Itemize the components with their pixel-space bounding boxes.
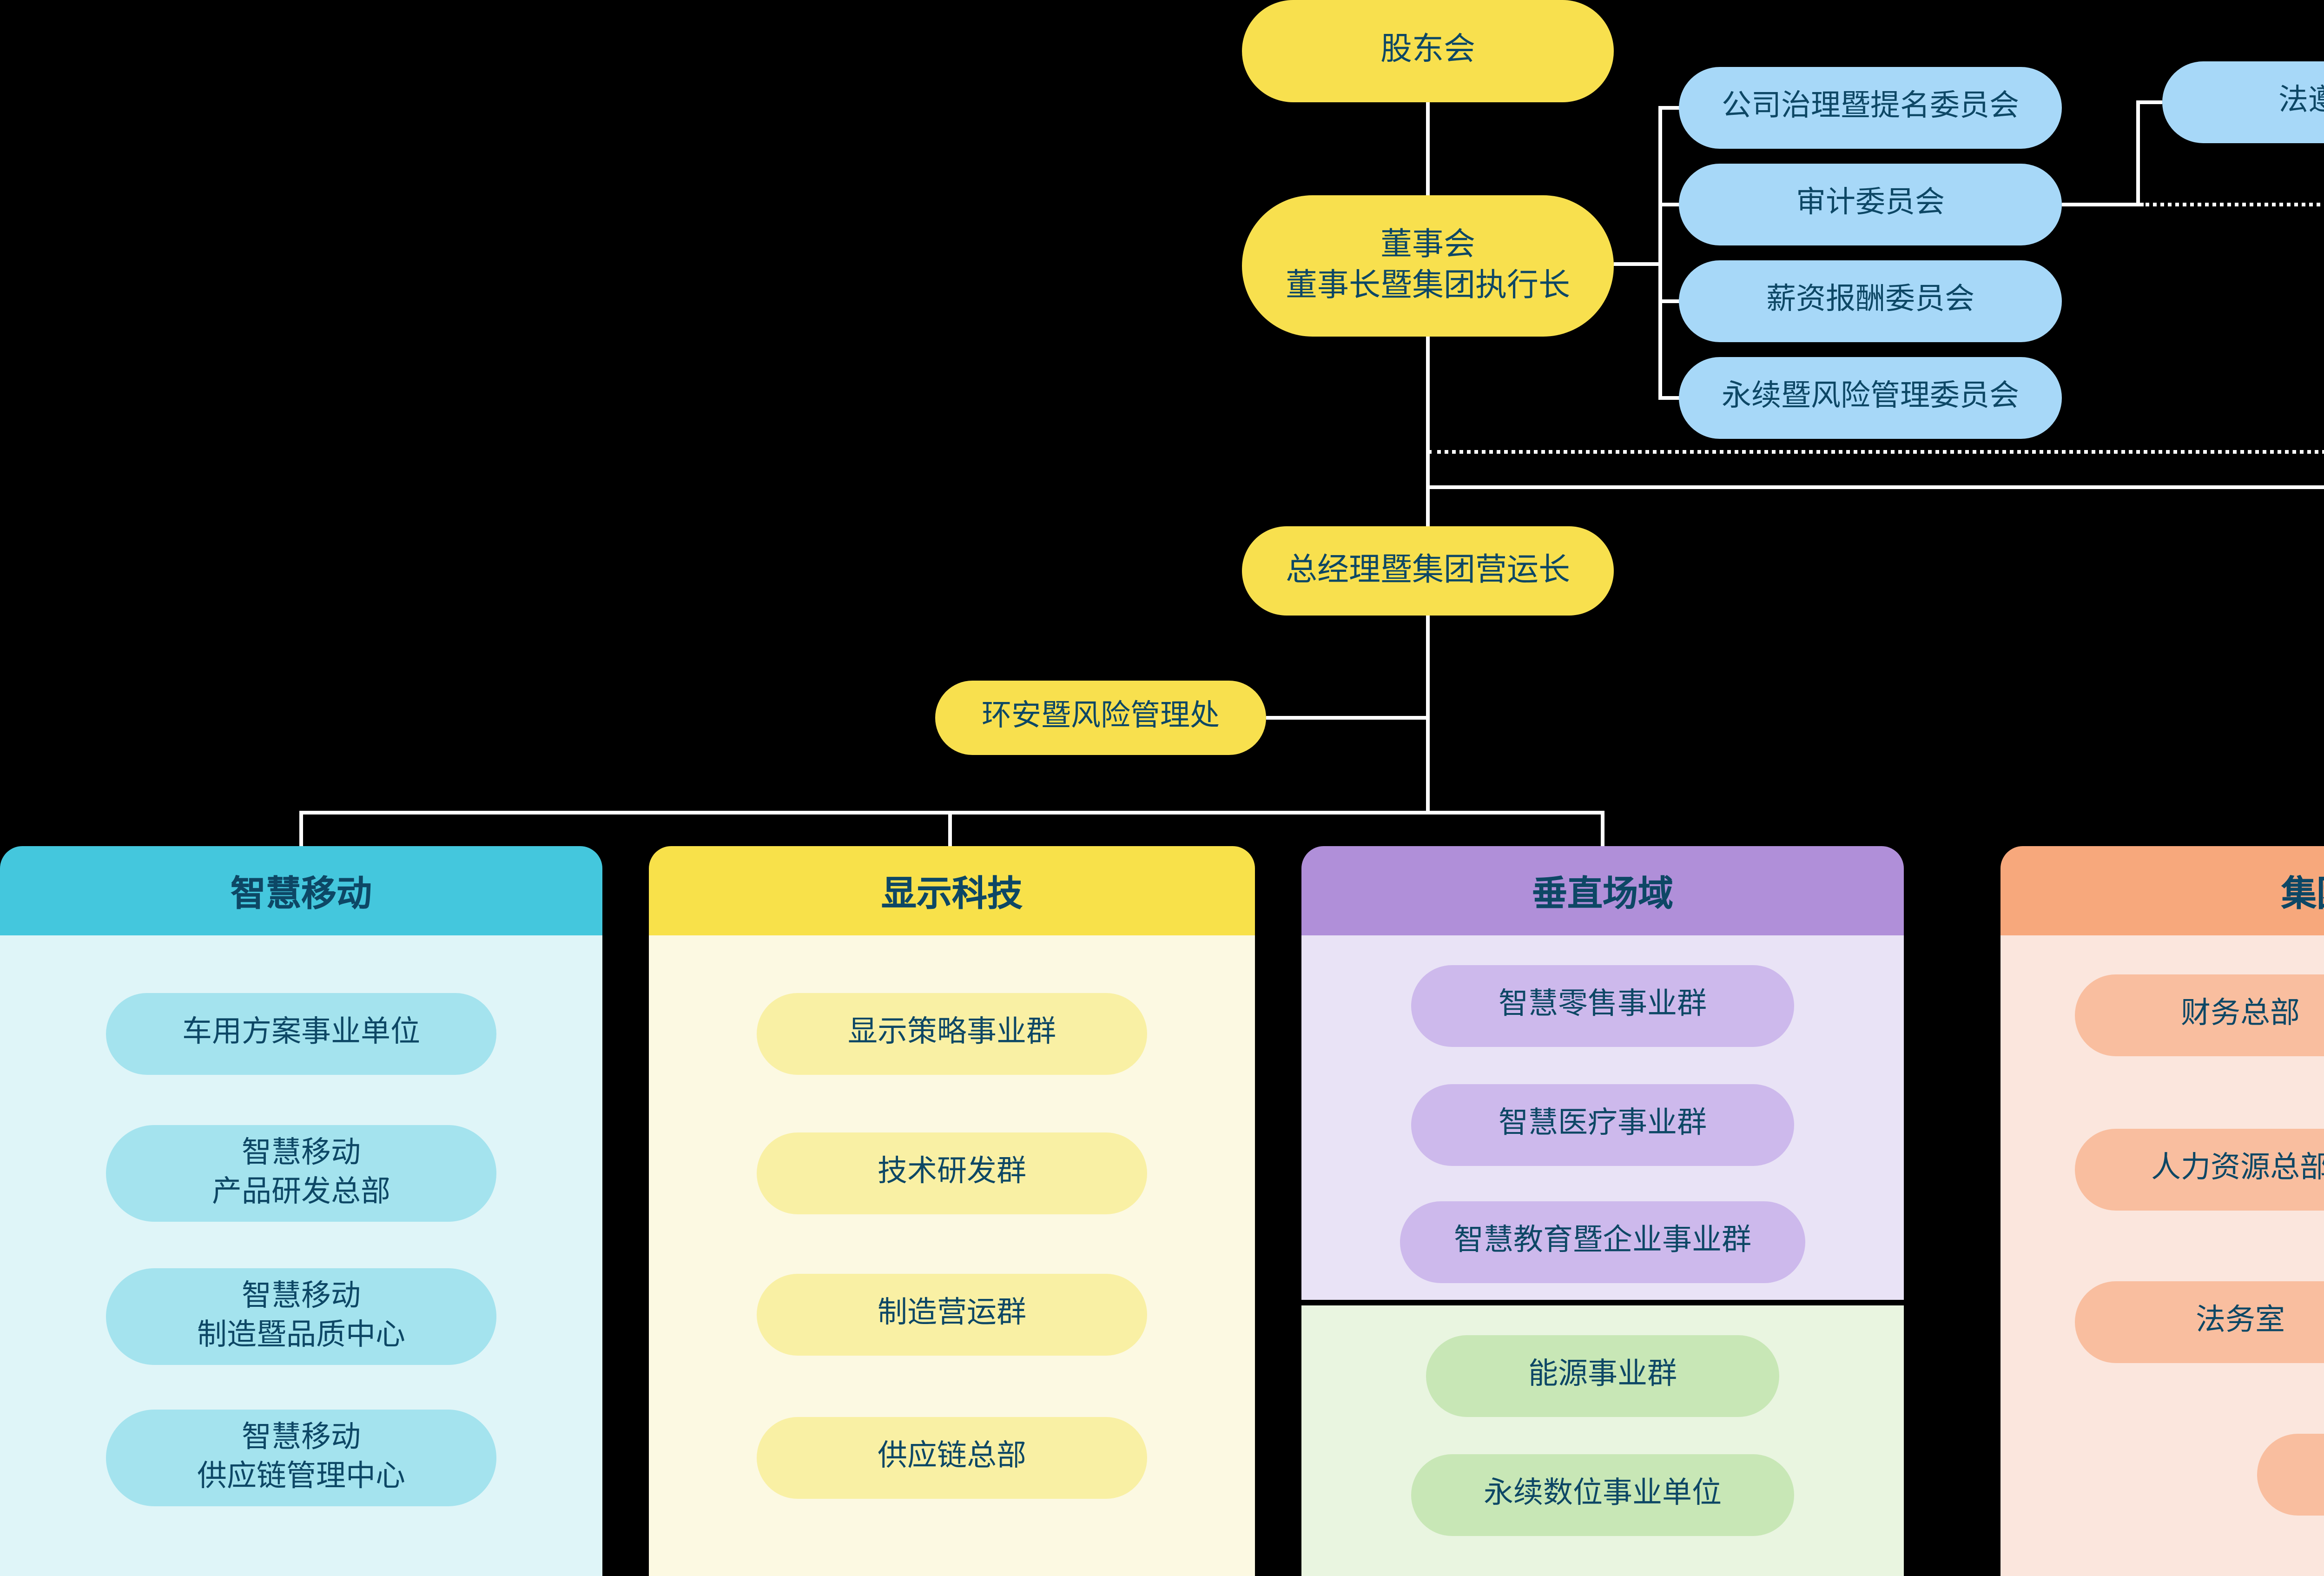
unit-pill: 智慧移动 产品研发总部 <box>106 1125 496 1222</box>
connector-audit-compliance-v <box>2136 100 2140 206</box>
unit-pill: 车用方案事业单位 <box>106 993 496 1075</box>
unit-pill: 能源事业群 <box>1426 1335 1779 1417</box>
unit-pill: 制造营运群 <box>757 1274 1147 1356</box>
unit-pill: 技术研发群 <box>757 1132 1147 1214</box>
connector-committee-stub-4 <box>1658 396 1681 400</box>
division-smart-mobility: 智慧移动 车用方案事业单位 智慧移动 产品研发总部 智慧移动 制造暨品质中心 智… <box>0 846 602 1576</box>
unit-pill: 智慧教育暨企业事业群 <box>1400 1201 1805 1283</box>
unit-pill: 人力资源总部 <box>2075 1129 2324 1211</box>
connector-shareholders-board <box>1426 102 1430 195</box>
division-vertical-domains: 垂直场域 智慧零售事业群 智慧医疗事业群 智慧教育暨企业事业群 能源事业群 永续… <box>1301 846 1904 1576</box>
unit-pill: 永续数位事业单位 <box>1411 1454 1794 1536</box>
committee-label: 薪资报酬委员会 <box>1766 285 1974 317</box>
node-committee-audit: 审计委员会 <box>1679 164 2062 245</box>
division-smart-mobility-header: 智慧移动 <box>0 846 602 935</box>
node-committee-compensation: 薪资报酬委员会 <box>1679 260 2062 342</box>
node-president-coo: 总经理暨集团营运长 <box>1242 526 1614 616</box>
division-group-support: 集团营运支援单位 财务总部 数位技术发展总部 人力资源总部 永续发展总部 法务室… <box>2000 846 2324 1576</box>
unit-pill: 稽核管理处 <box>2257 1434 2324 1516</box>
unit-pill: 法务室 <box>2075 1281 2324 1363</box>
unit-label: 智慧零售事业群 <box>1498 990 1707 1022</box>
connector-branch-support-h <box>1426 485 2324 489</box>
connector-committee-bracket <box>1658 106 1662 400</box>
connector-audit-compliance-h <box>2062 203 2138 206</box>
connector-distribution-bar <box>299 811 1604 814</box>
unit-label: 智慧教育暨企业事业群 <box>1453 1226 1751 1258</box>
unit-label: 制造营运群 <box>877 1298 1026 1331</box>
node-ehs-risk-office: 环安暨风险管理处 <box>935 681 1266 755</box>
unit-label: 智慧移动 制造暨品质中心 <box>197 1281 405 1352</box>
unit-pill: 智慧移动 供应链管理中心 <box>106 1410 496 1506</box>
unit-label: 智慧移动 供应链管理中心 <box>197 1422 405 1493</box>
committee-label: 审计委员会 <box>1796 188 1945 220</box>
unit-pill: 智慧移动 制造暨品质中心 <box>106 1268 496 1365</box>
node-committee-sustainability-risk: 永续暨风险管理委员会 <box>1679 357 2062 439</box>
connector-board-bracket <box>1614 262 1660 266</box>
node-compliance-counsel: 法遵总顾问 <box>2162 61 2324 143</box>
connector-ehs <box>1266 716 1428 720</box>
unit-pill: 供应链总部 <box>757 1417 1147 1499</box>
connector-audit-compliance-h2 <box>2136 100 2162 104</box>
node-board: 董事会 董事长暨集团执行长 <box>1242 195 1614 337</box>
node-compliance-counsel-label: 法遵总顾问 <box>2278 86 2324 118</box>
unit-pill: 智慧医疗事业群 <box>1411 1084 1794 1166</box>
dotted-compliance-h2 <box>1428 450 2324 454</box>
node-board-label: 董事会 董事长暨集团执行长 <box>1286 226 1570 303</box>
connector-col2-stub <box>948 811 952 846</box>
node-president-coo-label: 总经理暨集团营运长 <box>1286 552 1570 588</box>
connector-committee-stub-2 <box>1658 203 1681 206</box>
unit-label: 技术研发群 <box>877 1157 1026 1189</box>
node-ehs-risk-office-label: 环安暨风险管理处 <box>981 702 1220 734</box>
division-group-support-header: 集团营运支援单位 <box>2000 846 2324 935</box>
unit-label: 财务总部 <box>2180 999 2300 1031</box>
unit-label: 人力资源总部 <box>2151 1153 2324 1185</box>
node-shareholders-label: 股东会 <box>1380 32 1475 68</box>
division-display-tech-header: 显示科技 <box>649 846 1255 935</box>
unit-label: 显示策略事业群 <box>847 1018 1056 1050</box>
connector-committee-stub-1 <box>1658 106 1681 110</box>
division-vertical-domains-header: 垂直场域 <box>1301 846 1904 935</box>
unit-label: 智慧医疗事业群 <box>1498 1109 1707 1141</box>
connector-col1-stub <box>299 811 303 846</box>
unit-pill: 显示策略事业群 <box>757 993 1147 1075</box>
node-committee-governance-nomination: 公司治理暨提名委员会 <box>1679 67 2062 149</box>
unit-pill: 智慧零售事业群 <box>1411 965 1794 1047</box>
connector-committee-stub-3 <box>1658 299 1681 303</box>
unit-label: 智慧移动 产品研发总部 <box>211 1138 390 1209</box>
unit-label: 法务室 <box>2195 1306 2285 1338</box>
unit-pill: 财务总部 <box>2075 974 2324 1056</box>
unit-label: 永续数位事业单位 <box>1483 1479 1722 1511</box>
dotted-audit-h1 <box>2140 203 2324 206</box>
node-shareholders: 股东会 <box>1242 0 1614 102</box>
connector-col3-stub <box>1601 811 1604 846</box>
unit-label: 供应链总部 <box>877 1442 1026 1474</box>
committee-label: 永续暨风险管理委员会 <box>1721 382 2019 414</box>
unit-label: 能源事业群 <box>1528 1360 1677 1392</box>
committee-label: 公司治理暨提名委员会 <box>1721 92 2019 124</box>
unit-label: 车用方案事业单位 <box>182 1018 420 1050</box>
division-display-tech: 显示科技 显示策略事业群 技术研发群 制造营运群 供应链总部 <box>649 846 1255 1576</box>
